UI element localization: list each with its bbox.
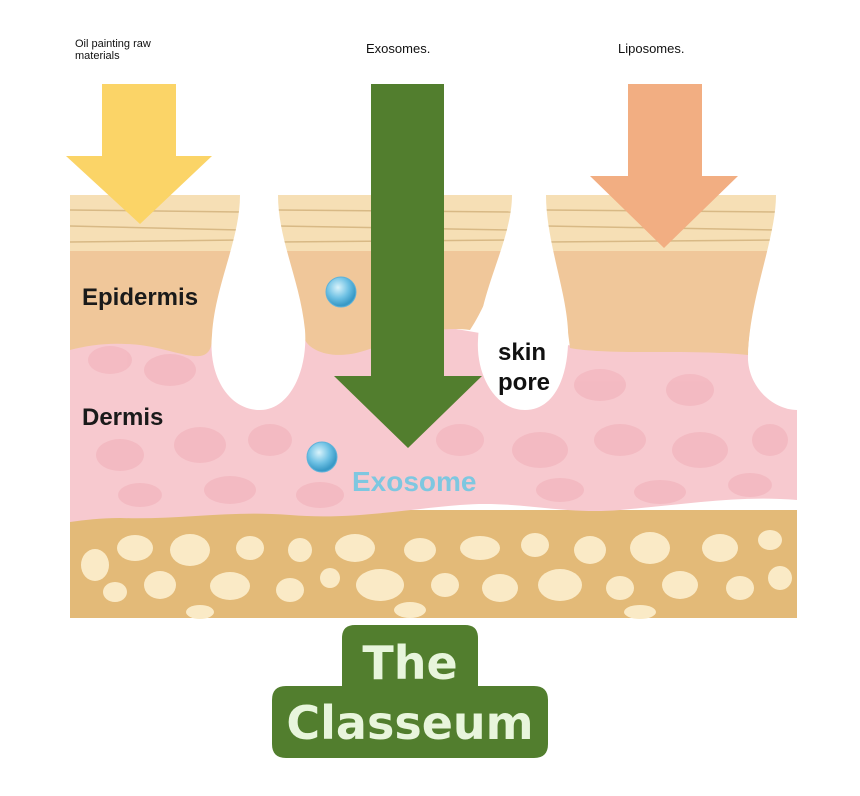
skin-pore-label-line2: pore [498, 369, 551, 396]
skin-pore-label: skin pore [498, 338, 568, 398]
oil-label: Oil painting raw materials [75, 38, 151, 62]
skin-pores [211, 195, 797, 410]
fat-layer [70, 510, 797, 618]
brand-title-line2: Classeum [286, 696, 534, 750]
epidermis-label: Epidermis [82, 284, 199, 311]
exosome-label: Exosome [352, 466, 477, 497]
fat-cells [81, 530, 792, 619]
dermis-cells [88, 346, 788, 508]
brand-title-line1: The [362, 636, 458, 690]
exosome-bubble [306, 441, 338, 473]
liposome-arrow [590, 84, 738, 248]
liposomes-label: Liposomes. [618, 41, 685, 56]
exosomes-label: Exosomes. [366, 41, 431, 56]
skin-pore-label-line1: skin [498, 339, 547, 366]
dermis-label: Dermis [82, 404, 164, 431]
brand-badge [272, 625, 548, 758]
exosome-bubble [325, 276, 357, 308]
oil-arrow [66, 84, 212, 224]
exosome-arrow [334, 84, 482, 448]
